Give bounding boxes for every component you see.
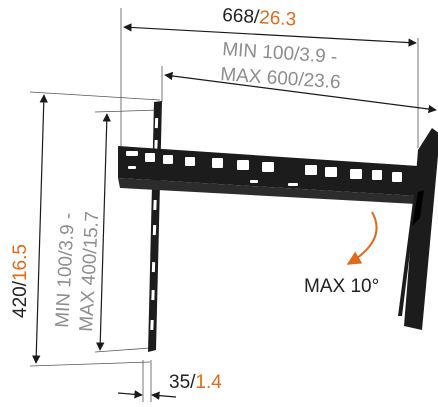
svg-text:420/16.5: 420/16.5 xyxy=(10,244,31,318)
dimension-height-total: 420/16.5 xyxy=(10,94,48,364)
width-metric: 668 xyxy=(222,5,255,28)
width-sep: / xyxy=(253,7,260,28)
svg-text:668/26.3: 668/26.3 xyxy=(222,5,297,30)
vesa-height-max: MAX 400/15.7 xyxy=(76,211,103,332)
vesa-height-min: MIN 100/3.9 - xyxy=(52,212,79,328)
dimension-width-total: 668/26.3 xyxy=(123,5,417,47)
height-sep: / xyxy=(10,280,31,286)
rail-slots xyxy=(126,151,402,186)
svg-text:35/1.4: 35/1.4 xyxy=(169,372,222,393)
depth-sep: / xyxy=(190,372,196,393)
dimension-vesa-width: MIN 100/3.9 - MAX 600/23.6 xyxy=(164,39,437,114)
dimension-depth: 35/1.4 xyxy=(117,372,222,400)
tilt-indicator: MAX 10° xyxy=(304,211,379,297)
dimension-vesa-height: MIN 100/3.9 - MAX 400/15.7 xyxy=(52,113,111,351)
height-metric: 420 xyxy=(10,286,31,318)
vesa-width-min: MIN 100/3.9 - xyxy=(222,39,338,68)
tilt-label: MAX 10° xyxy=(304,276,379,297)
depth-imperial: 1.4 xyxy=(195,372,222,393)
wall-plate-vertical xyxy=(148,101,162,352)
vesa-width-max: MAX 600/23.6 xyxy=(220,64,342,93)
depth-metric: 35 xyxy=(169,372,190,393)
mount-rail-horizontal xyxy=(118,146,418,204)
tilt-bracket xyxy=(398,128,438,330)
height-imperial: 16.5 xyxy=(10,244,31,281)
tilt-arrow-icon xyxy=(346,211,378,265)
extension-lines xyxy=(29,8,419,402)
width-imperial: 26.3 xyxy=(259,7,297,30)
